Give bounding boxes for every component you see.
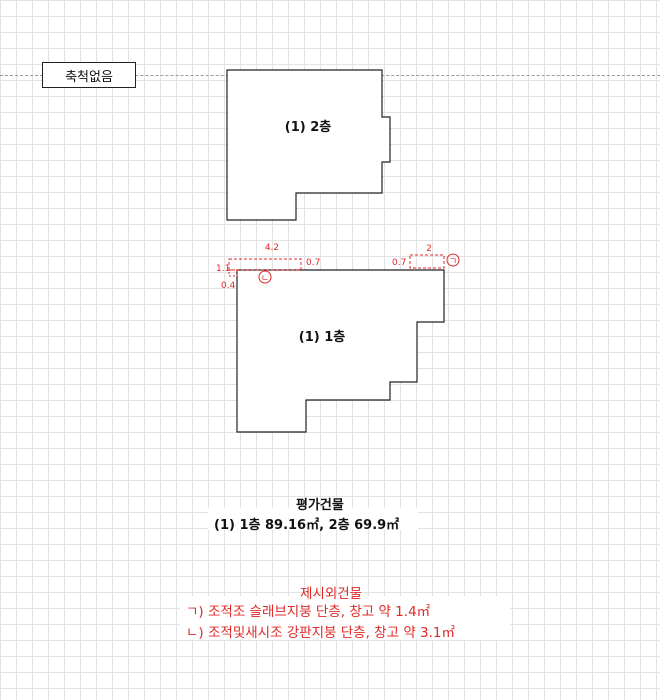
floor1-outline: [236, 269, 445, 433]
excluded-building-giyeok-outline: [409, 254, 445, 269]
dimension-4-2: 4.2: [265, 243, 279, 253]
marker-giyeok: ㄱ: [449, 257, 457, 267]
excluded-building-item-1: ㄱ) 조적조 슬래브지붕 단층, 창고 약 1.4㎡: [186, 604, 431, 620]
dimension-0-7-left: 0.7: [306, 258, 320, 268]
floor2-outline: [226, 69, 391, 221]
excluded-building-item-2: ㄴ) 조적및새시조 강판지붕 단층, 창고 약 3.1㎡: [186, 625, 455, 641]
dimension-0-7-right: 0.7: [392, 258, 406, 268]
marker-nieun: ㄴ: [261, 274, 269, 284]
marker-nieun-circle: [258, 270, 272, 284]
evaluated-building-area: (1) 1층 89.16㎡, 2층 69.9㎡: [214, 518, 400, 533]
floor2-label: (1) 2층: [285, 119, 331, 135]
excluded-building-nieun-step: [228, 269, 238, 277]
dimension-0-4: 0.4: [221, 281, 236, 291]
excluded-building-nieun-outline: [228, 258, 302, 271]
caption-backdrop-excluded: [180, 596, 510, 640]
floor1-label: (1) 1층: [299, 329, 345, 345]
caption-backdrop-evaluated: [208, 508, 418, 530]
excluded-building-title: 제시외건물: [300, 586, 363, 602]
scale-note-text: 축척없음: [65, 69, 113, 85]
evaluated-building-title: 평가건물: [296, 498, 344, 513]
marker-giyeok-circle: [446, 253, 460, 267]
dimension-1-1: 1.1: [216, 264, 230, 274]
scale-note-box: 축척없음: [42, 62, 136, 88]
dimension-2: 2: [426, 244, 432, 254]
